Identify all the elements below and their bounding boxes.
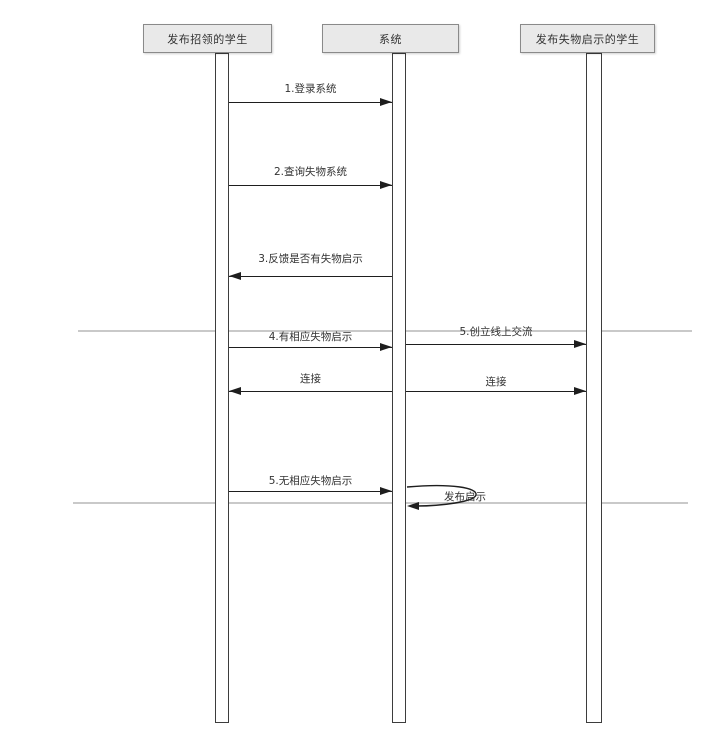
- message-no-notice-arrow: [229, 491, 392, 492]
- message-login-label: 1.登录系统: [284, 83, 337, 95]
- self-message-publish-label: 发布启示: [444, 491, 486, 503]
- message-query-label: 2.查询失物系统: [273, 166, 348, 178]
- arrowhead-right-icon: [380, 343, 392, 351]
- actor-loser-student-label: 发布失物启示的学生: [535, 32, 640, 46]
- arrowhead-right-icon: [574, 387, 586, 395]
- actor-finder-student: 发布招领的学生: [143, 24, 272, 53]
- message-has-notice-label: 4.有相应失物启示: [268, 331, 353, 343]
- message-connect-right-arrow: [406, 391, 586, 392]
- message-feedback-label: 3.反馈是否有失物启示: [258, 253, 363, 265]
- fragment-divider-top: [78, 330, 692, 332]
- message-feedback-arrow: [229, 276, 392, 277]
- message-connect-right-label: 连接: [485, 376, 507, 388]
- fragment-divider-bottom: [73, 502, 688, 504]
- message-create-chat-arrow: [406, 344, 586, 345]
- lifeline-finder-student: [215, 53, 229, 723]
- message-has-notice-arrow: [229, 347, 392, 348]
- lifeline-loser-student: [586, 53, 602, 723]
- actor-system-label: 系统: [379, 32, 402, 46]
- arrowhead-right-icon: [380, 98, 392, 106]
- actor-loser-student: 发布失物启示的学生: [520, 24, 655, 53]
- arrowhead-right-icon: [574, 340, 586, 348]
- actor-system: 系统: [322, 24, 459, 53]
- arrowhead-left-icon: [229, 387, 241, 395]
- arrowhead-right-icon: [380, 181, 392, 189]
- lifeline-system: [392, 53, 406, 723]
- message-connect-left-label: 连接: [300, 373, 321, 385]
- message-no-notice-label: 5.无相应失物启示: [268, 475, 353, 487]
- arrowhead-left-icon: [229, 272, 241, 280]
- self-message-publish-arrow: [406, 484, 477, 510]
- message-query-arrow: [229, 185, 392, 186]
- actor-finder-student-label: 发布招领的学生: [167, 32, 248, 46]
- arrowhead-right-icon: [380, 487, 392, 495]
- message-login-arrow: [229, 102, 392, 103]
- message-connect-left-arrow: [229, 391, 392, 392]
- message-create-chat-label: 5.创立线上交流: [459, 326, 533, 338]
